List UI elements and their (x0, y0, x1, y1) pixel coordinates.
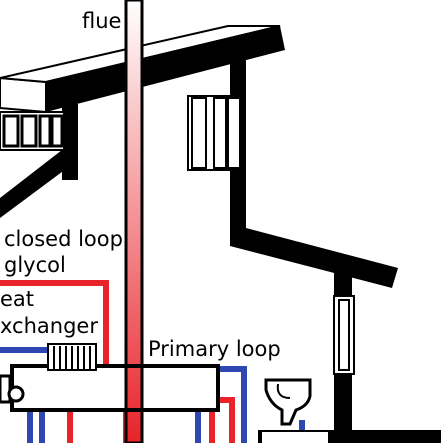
heat-exchanger-label-line2: xchanger (0, 314, 98, 338)
closed-loop-label-line2: glycol (4, 253, 66, 277)
primary-loop-tank (0, 364, 220, 412)
left-clerestory-windows (0, 111, 65, 151)
upper-roof-edge (45, 25, 281, 83)
left-wall-diagonal (0, 150, 78, 218)
lower-roof (230, 228, 398, 288)
upper-roof-slab (0, 76, 47, 114)
right-lower-window (333, 295, 355, 375)
primary-loop-label: Primary loop (148, 337, 281, 361)
upper-roof-front (46, 26, 285, 112)
sink-fixture (264, 378, 312, 426)
closed-loop-pipes (0, 280, 109, 368)
right-clerestory-window (187, 95, 243, 171)
flue-pipe (124, 0, 144, 443)
heat-exchanger-coil (47, 343, 97, 371)
flue-label: flue (82, 9, 121, 33)
closed-loop-label-line1: closed loop (4, 227, 123, 251)
heat-exchanger-label-line1: eat (0, 287, 34, 311)
floor-slab-gap (262, 432, 328, 443)
